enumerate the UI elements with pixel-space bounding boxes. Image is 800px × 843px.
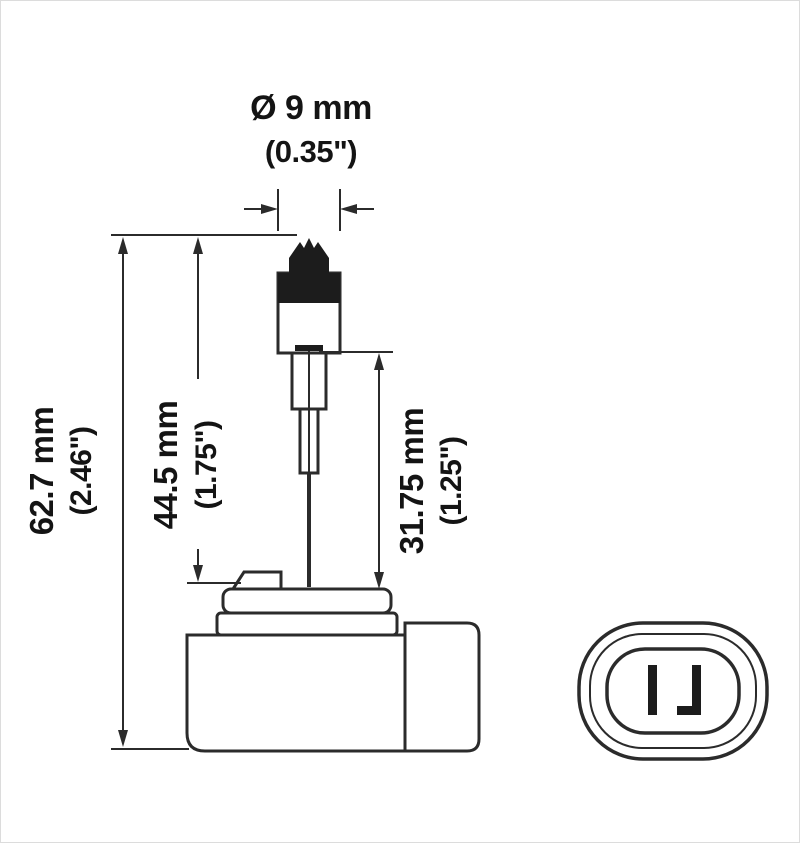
dimension-tip-to-flange: 44.5 mm (1.75") <box>147 237 241 584</box>
base-body <box>185 633 407 753</box>
connector-middle-ring <box>589 633 757 749</box>
connector-outer-ring <box>577 621 769 761</box>
base-connector-shroud <box>403 621 481 753</box>
bulb-black-coating <box>278 273 340 303</box>
bulb-filament <box>295 345 323 351</box>
diameter-metric-label: Ø 9 mm <box>250 89 372 127</box>
connector-pin-right <box>692 665 701 715</box>
tip-to-flange-imperial-label: (1.75") <box>190 420 223 509</box>
dimension-diameter: Ø 9 mm (0.35") <box>244 89 374 231</box>
bulb-tip <box>289 238 329 275</box>
connector-pin-foot <box>677 706 692 715</box>
connector-pin-left <box>648 665 657 715</box>
dimension-light-center: 31.75 mm (1.25") <box>319 351 468 589</box>
connector-face-view <box>577 621 769 761</box>
tip-to-flange-metric-label: 44.5 mm <box>147 401 184 530</box>
light-center-metric-label: 31.75 mm <box>393 408 430 554</box>
base-flange <box>221 587 393 615</box>
base-collar <box>215 611 399 637</box>
connector-inner-ring <box>605 647 741 735</box>
diameter-imperial-label: (0.35") <box>265 134 357 169</box>
overall-imperial-label: (2.46") <box>65 426 98 515</box>
bulb-drawing <box>185 238 481 753</box>
overall-metric-label: 62.7 mm <box>23 407 60 536</box>
light-center-imperial-label: (1.25") <box>435 436 468 525</box>
base-key-tab <box>230 570 283 591</box>
dimension-overall-length: 62.7 mm (2.46") <box>23 234 297 750</box>
